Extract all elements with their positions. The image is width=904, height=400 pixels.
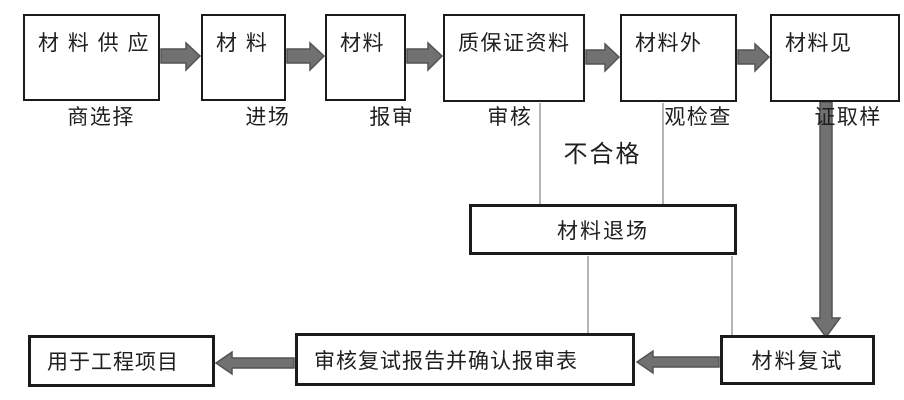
box-material-entry-line2: 进场 [245, 106, 291, 129]
box-material-entry-line1: 材 料 [216, 32, 269, 55]
box-appearance-inspection: 材料外 观检查 [620, 14, 737, 129]
box-qa-document-review: 质保证资料 审核 [443, 14, 585, 129]
box-qa-document-review-line1: 质保证资料 [458, 32, 571, 55]
flow-arrow-retest-to-review-icon [635, 349, 720, 375]
box-material-report: 材料 报审 [325, 14, 413, 129]
box-witness-sampling-line1: 材料见 [785, 32, 853, 55]
box-material-report-line1: 材料 [340, 32, 385, 55]
box-appearance-inspection-line1: 材料外 [635, 32, 703, 55]
box-supplier-selection-line2: 商选择 [67, 106, 135, 129]
box-material-entry: 材 料 进场 [201, 14, 289, 129]
flow-arrow-qa-to-inspection-icon [585, 42, 621, 73]
box-review-retest-report: 审核复试报告并确认报审表 [295, 333, 635, 386]
box-used-in-project: 用于工程项目 [28, 335, 215, 387]
box-material-exit: 材料退场 [469, 204, 737, 255]
box-appearance-inspection-line2: 观检查 [664, 106, 732, 129]
box-supplier-selection-line1: 材 料 供 应 [38, 32, 151, 55]
box-supplier-selection: 材 料 供 应 商选择 [23, 14, 160, 129]
box-material-retest: 材料复试 [720, 335, 875, 385]
flow-arrow-sampling-to-retest-icon [810, 101, 842, 339]
box-witness-sampling: 材料见 证取样 [770, 14, 900, 129]
box-qa-document-review-line2: 审核 [487, 106, 533, 129]
flow-arrow-entry-to-report-icon [286, 41, 326, 72]
flow-arrow-supplier-to-entry-icon [160, 41, 202, 72]
flow-arrow-inspection-to-sampling-icon [737, 42, 771, 73]
flow-arrow-review-to-project-icon [214, 350, 295, 376]
unqualified-label: 不合格 [563, 141, 642, 168]
box-witness-sampling-line2: 证取样 [814, 106, 882, 129]
box-material-report-line2: 报审 [369, 106, 415, 129]
flow-arrow-report-to-qa-icon [406, 41, 444, 72]
